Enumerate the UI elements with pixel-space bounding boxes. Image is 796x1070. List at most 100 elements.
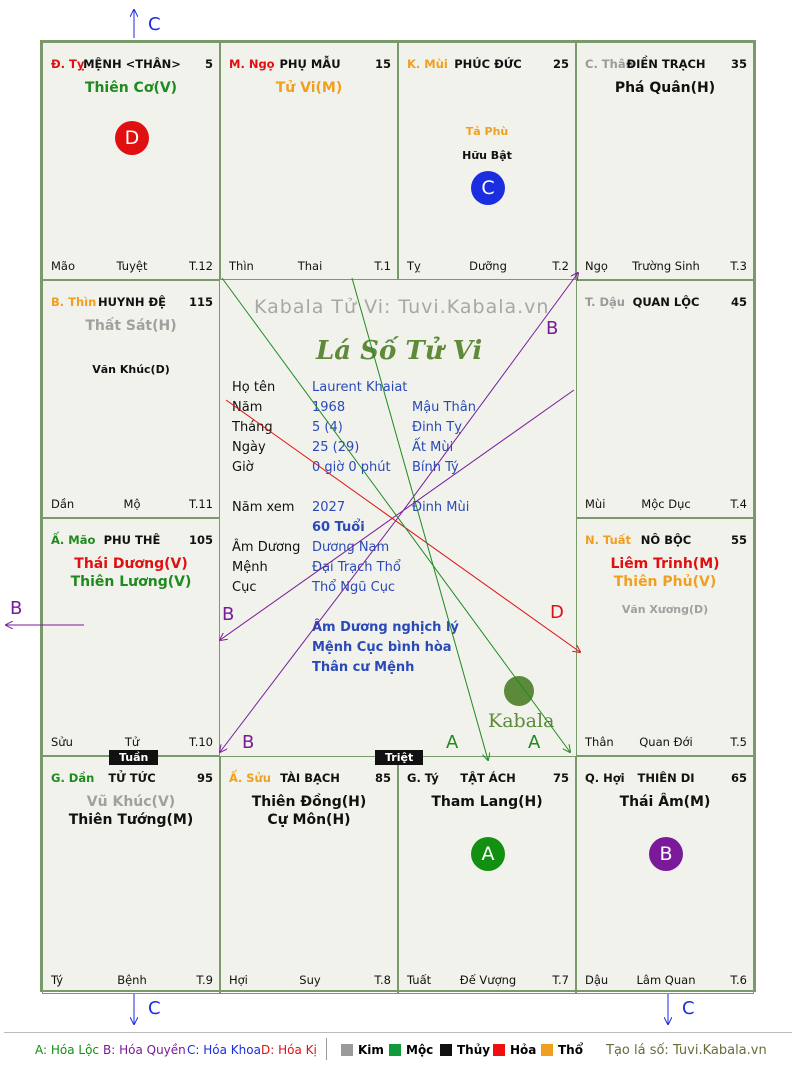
- major-stars: Thiên Đồng(H)Cự Môn(H): [221, 793, 397, 829]
- legend-hoa-loc: A: Hóa Lộc: [35, 1043, 100, 1057]
- palace-name: TÀI BẠCH: [280, 771, 340, 785]
- hoa-quyen-arrow: [220, 514, 401, 752]
- palace-name: PHU THÊ: [103, 533, 161, 547]
- palace-number: 55: [730, 533, 747, 547]
- palace-number: 45: [730, 295, 747, 309]
- palace-name: PHỤ MẪU: [279, 57, 341, 71]
- arrow-label-c: C: [148, 998, 161, 1019]
- info-value: 25 (29): [312, 440, 360, 455]
- info-label: Âm Dương: [232, 540, 301, 555]
- hoa-swatch: [493, 1044, 505, 1056]
- cell-footer-branch: Sửu: [51, 735, 73, 749]
- cell-footer-month: T.8: [374, 973, 391, 987]
- info-value: Đại Trạch Thổ: [312, 560, 401, 575]
- cell-footer-month: T.1: [374, 259, 391, 273]
- cell-footer-month: T.7: [552, 973, 569, 987]
- cell-branch: G. Dần: [51, 771, 95, 785]
- cell-footer-branch: Mão: [51, 259, 76, 273]
- tho-swatch: [541, 1044, 553, 1056]
- cell-branch: C. Thân: [585, 57, 634, 71]
- chart-title: Lá Số Tử Vi: [316, 336, 483, 366]
- major-stars: Liêm Trinh(M)Thiên Phủ(V): [577, 555, 753, 591]
- cell-footer-month: T.12: [189, 259, 213, 273]
- legend-thuy: Thủy: [440, 1043, 490, 1057]
- legend-moc: Mộc: [389, 1043, 433, 1057]
- palace-name: TỬ TỨC: [108, 771, 156, 785]
- palace-number: 15: [374, 57, 391, 71]
- cell-branch: Ấ. Mão: [51, 533, 96, 547]
- star-name: Tham Lang(H): [431, 794, 543, 810]
- center-info-panel: Kabala Tử Vi: Tuvi.Kabala.vn Lá Số Tử Vi…: [220, 280, 576, 756]
- palace-number: 65: [730, 771, 747, 785]
- palace-number: 115: [188, 295, 213, 309]
- palace-name: QUAN LỘC: [632, 295, 700, 309]
- star-name: Tử Vi(M): [275, 80, 343, 96]
- major-stars: Tử Vi(M): [221, 79, 397, 97]
- star-name: Phá Quân(H): [614, 80, 716, 96]
- arrow-label-d: D: [550, 602, 564, 623]
- star-name: Thiên Cơ(V): [84, 80, 178, 96]
- cell-footer-stage: Thai: [297, 259, 323, 273]
- info-label: Cục: [232, 580, 257, 595]
- hoa-ki-arrow: [225, 399, 580, 652]
- legend-hoa-quyen: B: Hóa Quyền: [103, 1043, 186, 1057]
- cell-branch: Ấ. Sửu: [229, 771, 271, 785]
- transform-badge-icon: D: [115, 121, 149, 155]
- palace-number: 25: [552, 57, 569, 71]
- cell-branch: M. Ngọ: [229, 57, 275, 71]
- cell-footer-branch: Thân: [585, 735, 614, 749]
- cell-branch: G. Tý: [407, 771, 439, 785]
- hoa-loc-arrow: [221, 277, 570, 752]
- arrow-label-a: A: [446, 732, 459, 753]
- watermark-text: Kabala Tử Vi: Tuvi.Kabala.vn: [254, 296, 550, 318]
- cell-footer-month: T.4: [730, 497, 747, 511]
- cell-footer-stage: Dưỡng: [469, 259, 507, 273]
- cell-footer-branch: Hợi: [229, 973, 248, 987]
- legend-bar: A: Hóa Lộc B: Hóa Quyền C: Hóa Khoa D: H…: [0, 1032, 796, 1064]
- cell-footer-stage: Quan Đới: [639, 735, 693, 749]
- cell-footer-month: T.2: [552, 259, 569, 273]
- cell-footer-stage: Trường Sinh: [632, 259, 700, 273]
- info-value: 0 giờ 0 phút: [312, 460, 391, 475]
- cell-footer-stage: Lâm Quan: [636, 973, 696, 987]
- cell-footer-branch: Dậu: [585, 973, 609, 987]
- star-name: Thiên Phủ(V): [613, 574, 717, 590]
- arrow-label-b: B: [10, 598, 22, 619]
- cell-footer-stage: Mộc Dục: [641, 497, 691, 511]
- tuan-marker: Tuần: [109, 750, 159, 765]
- palace-number: 35: [730, 57, 747, 71]
- palace-number: 75: [552, 771, 569, 785]
- arrow-label-c: C: [148, 14, 161, 35]
- palace-number: 5: [204, 57, 213, 71]
- cell-footer-stage: Suy: [299, 973, 321, 987]
- palace-number: 105: [188, 533, 213, 547]
- info-label: Giờ: [232, 460, 254, 475]
- kabala-tree-logo-icon: [504, 676, 534, 706]
- hoa-quyen-arrow: [399, 273, 578, 516]
- info-label: Năm: [232, 400, 263, 415]
- cell-branch: Q. Hợi: [585, 771, 625, 785]
- star-name: Thiên Tướng(M): [68, 812, 194, 828]
- major-stars: Thất Sát(H): [43, 317, 219, 335]
- cell-branch: N. Tuất: [585, 533, 632, 547]
- site-credit: Tạo lá số: Tuvi.Kabala.vn: [606, 1043, 767, 1058]
- legend-hoa-ki: D: Hóa Kị: [261, 1043, 317, 1057]
- major-stars: Phá Quân(H): [577, 79, 753, 97]
- cell-footer-month: T.3: [730, 259, 747, 273]
- minor-star: Hữu Bật: [462, 149, 512, 162]
- legend-hoa-khoa: C: Hóa Khoa: [187, 1043, 261, 1057]
- arrow-label-b: B: [546, 318, 558, 339]
- info-canchi: Ất Mùi: [412, 440, 454, 455]
- arrow-label-b: B: [222, 604, 234, 625]
- major-stars: Thái Âm(M): [577, 793, 753, 811]
